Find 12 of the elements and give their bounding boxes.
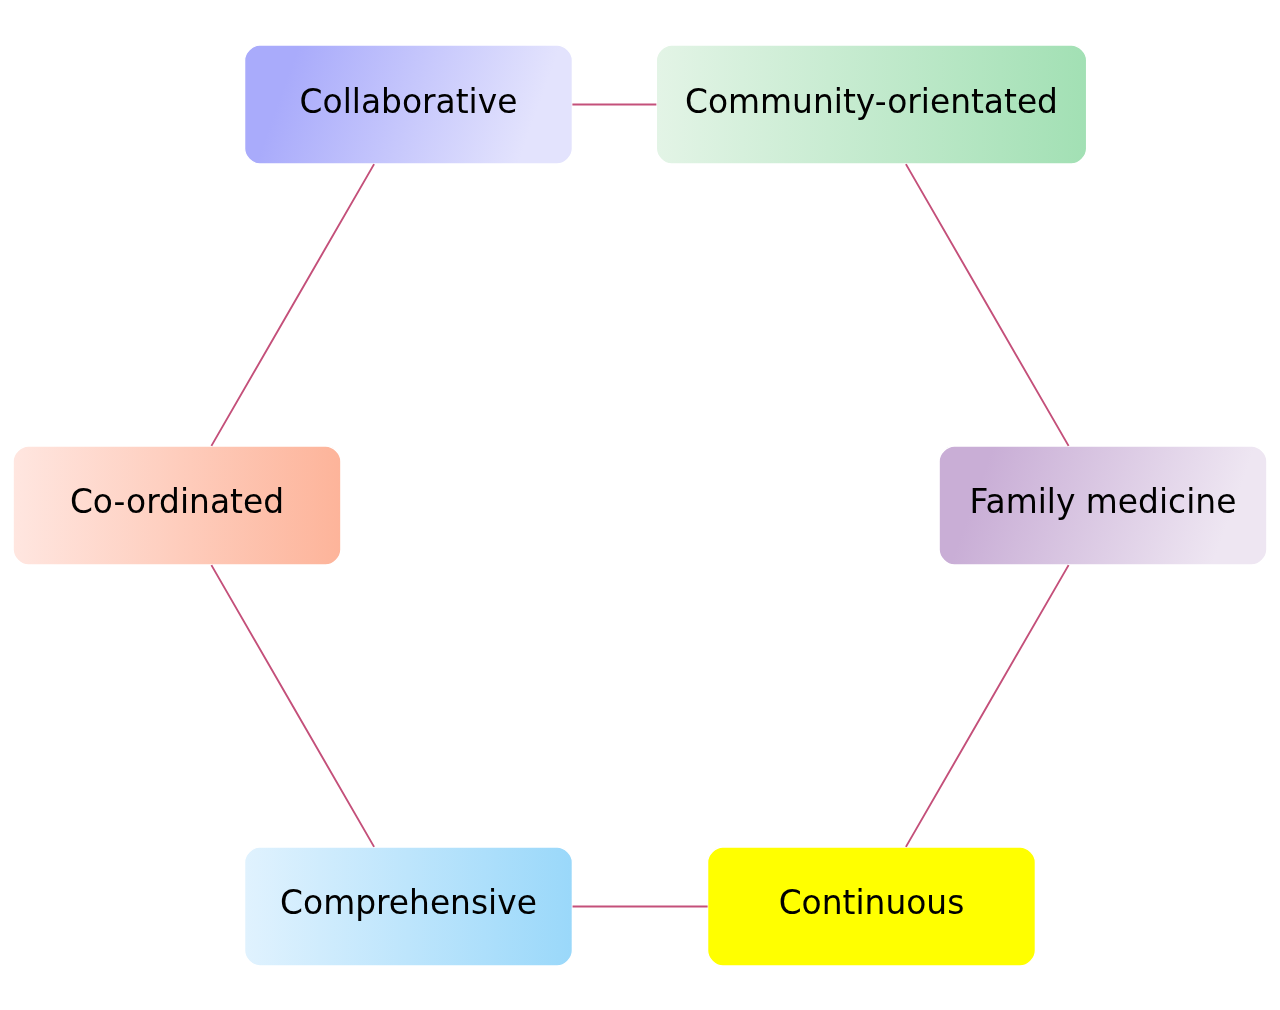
node-box: Continuous [707, 845, 1036, 967]
node-box: Family medicine [938, 444, 1268, 566]
connector [210, 563, 376, 848]
node-box: Community-orientated [655, 43, 1088, 165]
node-box: Co-ordinated [12, 444, 342, 566]
node-box: Collaborative [244, 43, 573, 165]
connector [571, 905, 709, 907]
connector [904, 563, 1070, 848]
node-box: Comprehensive [244, 845, 573, 967]
connector [571, 103, 658, 105]
connector [904, 162, 1070, 447]
connector [210, 162, 376, 447]
